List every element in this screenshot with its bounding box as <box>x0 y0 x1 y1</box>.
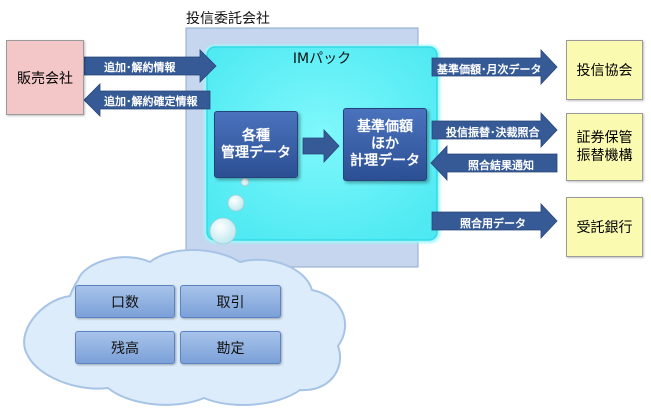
arrow-internal <box>302 128 340 164</box>
flow-label-subscription-info: 追加･解約情報 <box>104 61 176 74</box>
distributor-box: 販売会社 <box>6 40 84 115</box>
arrow-confirmed-info <box>83 83 211 117</box>
cloud-item-balance: 残高 <box>75 331 175 364</box>
flow-label-transfer-settlement: 投信振替･決裁照合 <box>446 126 540 139</box>
arrow-matching-data <box>431 202 558 240</box>
bubble-medium <box>227 194 245 212</box>
im-pack-label: IMパック <box>292 51 352 67</box>
cloud-item-accounts: 勘定 <box>180 331 281 364</box>
arrow-transfer-settlement <box>431 111 558 149</box>
bubble-large <box>209 217 237 245</box>
flow-label-matching-result: 照合結果通知 <box>468 159 534 172</box>
arrow-matching-result <box>430 144 558 182</box>
flow-label-matching-data: 照合用データ <box>460 217 526 230</box>
trust-association-box: 投信協会 <box>566 40 643 100</box>
cloud-shape <box>23 249 347 406</box>
flow-label-nav-monthly: 基準価額･月次データ <box>437 63 542 76</box>
securities-depository-box: 証券保管 振替機構 <box>566 113 643 181</box>
trust-company-label: 投信委託会社 <box>186 11 270 27</box>
flow-label-confirmed-info: 追加･解約確定情報 <box>104 95 198 108</box>
calculation-data-box: 基準価額 ほか 計理データ <box>343 108 427 181</box>
management-data-box: 各種 管理データ <box>214 111 298 178</box>
bubble-small <box>240 177 250 187</box>
custodian-bank-box: 受託銀行 <box>566 197 643 257</box>
arrow-subscription-info <box>83 49 217 83</box>
arrow-nav-monthly <box>431 48 558 86</box>
cloud-item-transactions: 取引 <box>180 285 281 318</box>
cloud-item-units: 口数 <box>75 285 175 318</box>
